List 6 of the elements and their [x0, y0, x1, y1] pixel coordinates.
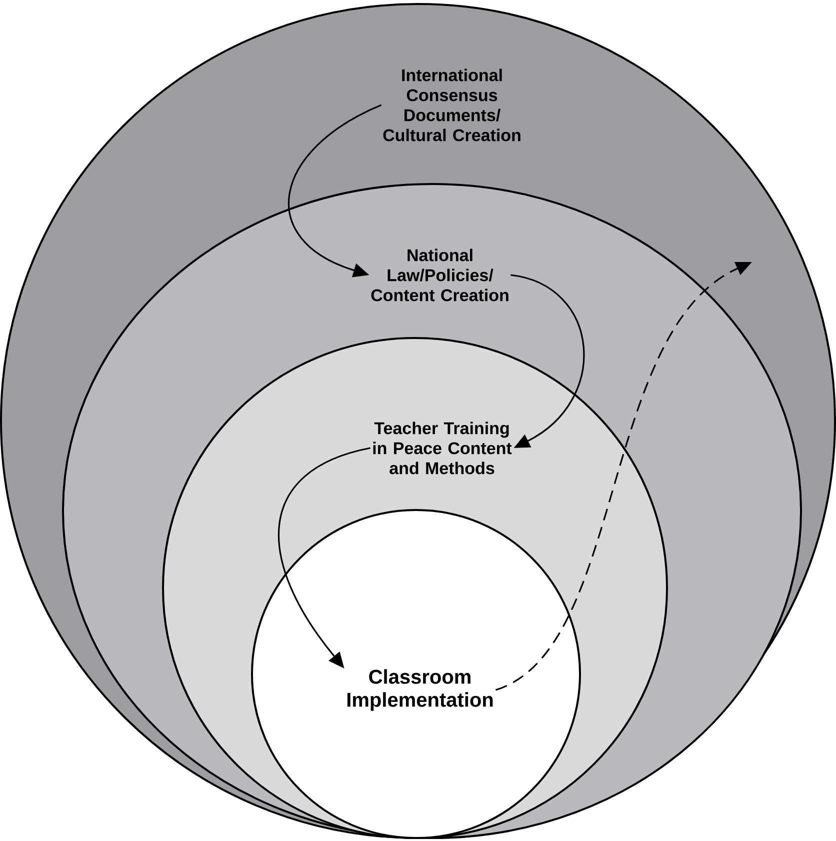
- band-label: International Consensus Documents/ Cultural Creation: [383, 68, 520, 142]
- band-label: Classroom Implementation: [347, 669, 493, 711]
- band-label: Teacher Training in Peace Content and Methods: [373, 422, 512, 474]
- arrow: [288, 104, 382, 278]
- arrow: [510, 274, 584, 448]
- band-label: National Law/Policies/ Content Creation: [371, 248, 508, 302]
